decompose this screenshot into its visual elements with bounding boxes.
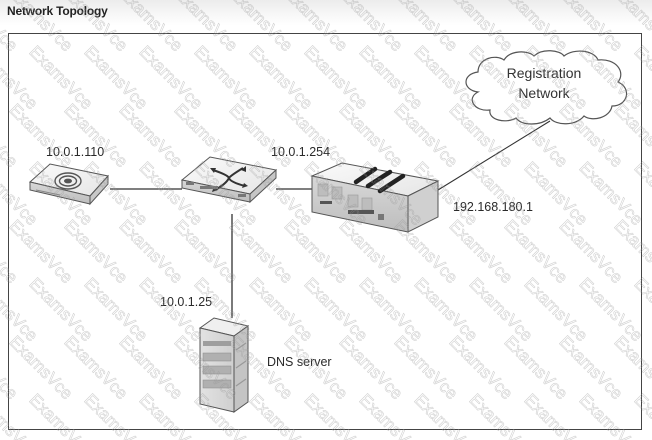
- cloud-label-line1: Registration: [507, 65, 582, 81]
- cloud-label-line2: Network: [518, 85, 570, 101]
- link-firewall-cloud: [437, 120, 551, 191]
- dns-ip-label: 10.0.1.25: [160, 295, 212, 309]
- registration-network-cloud[interactable]: [465, 50, 628, 125]
- ap-ip-label: 10.0.1.110: [46, 145, 104, 159]
- switch-icon[interactable]: [180, 156, 278, 204]
- access-point-icon[interactable]: [28, 163, 109, 206]
- dns-server-icon[interactable]: [198, 317, 250, 413]
- diagram-title: Network Topology: [7, 4, 108, 18]
- firewall-internal-ip-label: 10.0.1.254: [271, 145, 330, 159]
- firewall-external-ip-label: 192.168.180.1: [453, 200, 533, 214]
- firewall-icon[interactable]: [310, 162, 440, 233]
- dns-server-label: DNS server: [267, 355, 332, 369]
